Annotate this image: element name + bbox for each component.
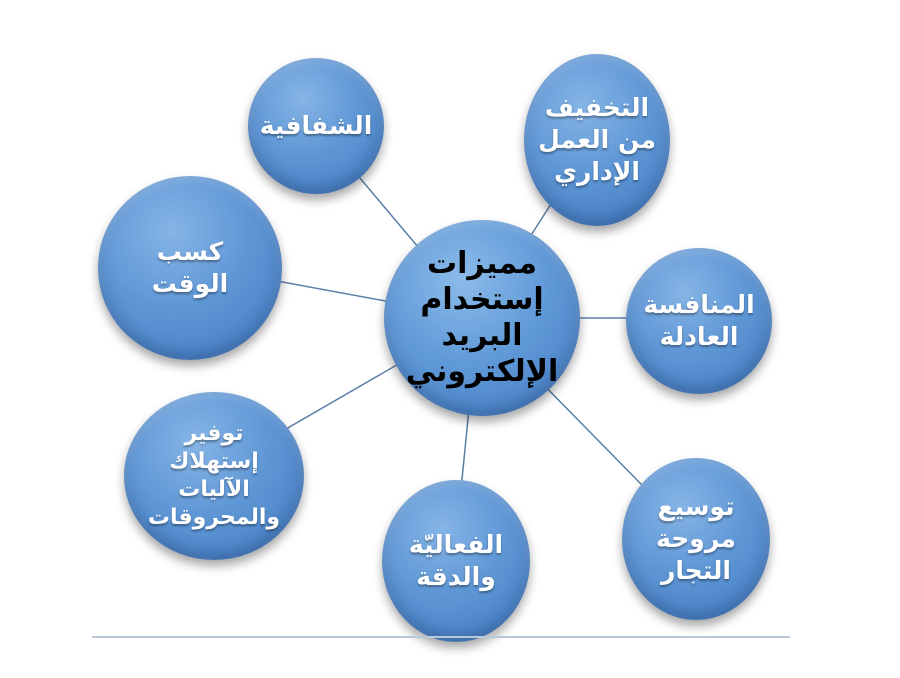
node-effectiveness-label: الفعاليّة والدقة — [408, 530, 504, 591]
baseline-divider — [92, 636, 790, 638]
node-transparency-label: الشفافية — [259, 111, 373, 140]
node-effectiveness: الفعاليّة والدقة — [382, 480, 530, 642]
node-admin: التخفيف من العمل الإداري — [524, 54, 670, 226]
center-node: مميزات إستخدام البريد الإلكتروني — [384, 220, 580, 416]
node-time: كسب الوقت — [98, 176, 282, 360]
node-time-label: كسب الوقت — [151, 237, 229, 298]
node-expand: توسيع مروحة التجار — [622, 458, 770, 620]
node-admin-label: التخفيف من العمل الإداري — [538, 93, 656, 186]
center-node-label: مميزات إستخدام البريد الإلكتروني — [405, 246, 559, 389]
node-competition: المنافسة العادلة — [626, 248, 772, 394]
node-expand-label: توسيع مروحة التجار — [656, 492, 736, 585]
node-savings-label: توفير إستهلاك الآليات والمحروقات — [147, 420, 281, 531]
node-transparency: الشفافية — [248, 58, 384, 194]
node-savings: توفير إستهلاك الآليات والمحروقات — [124, 392, 304, 560]
node-competition-label: المنافسة العادلة — [643, 290, 755, 351]
